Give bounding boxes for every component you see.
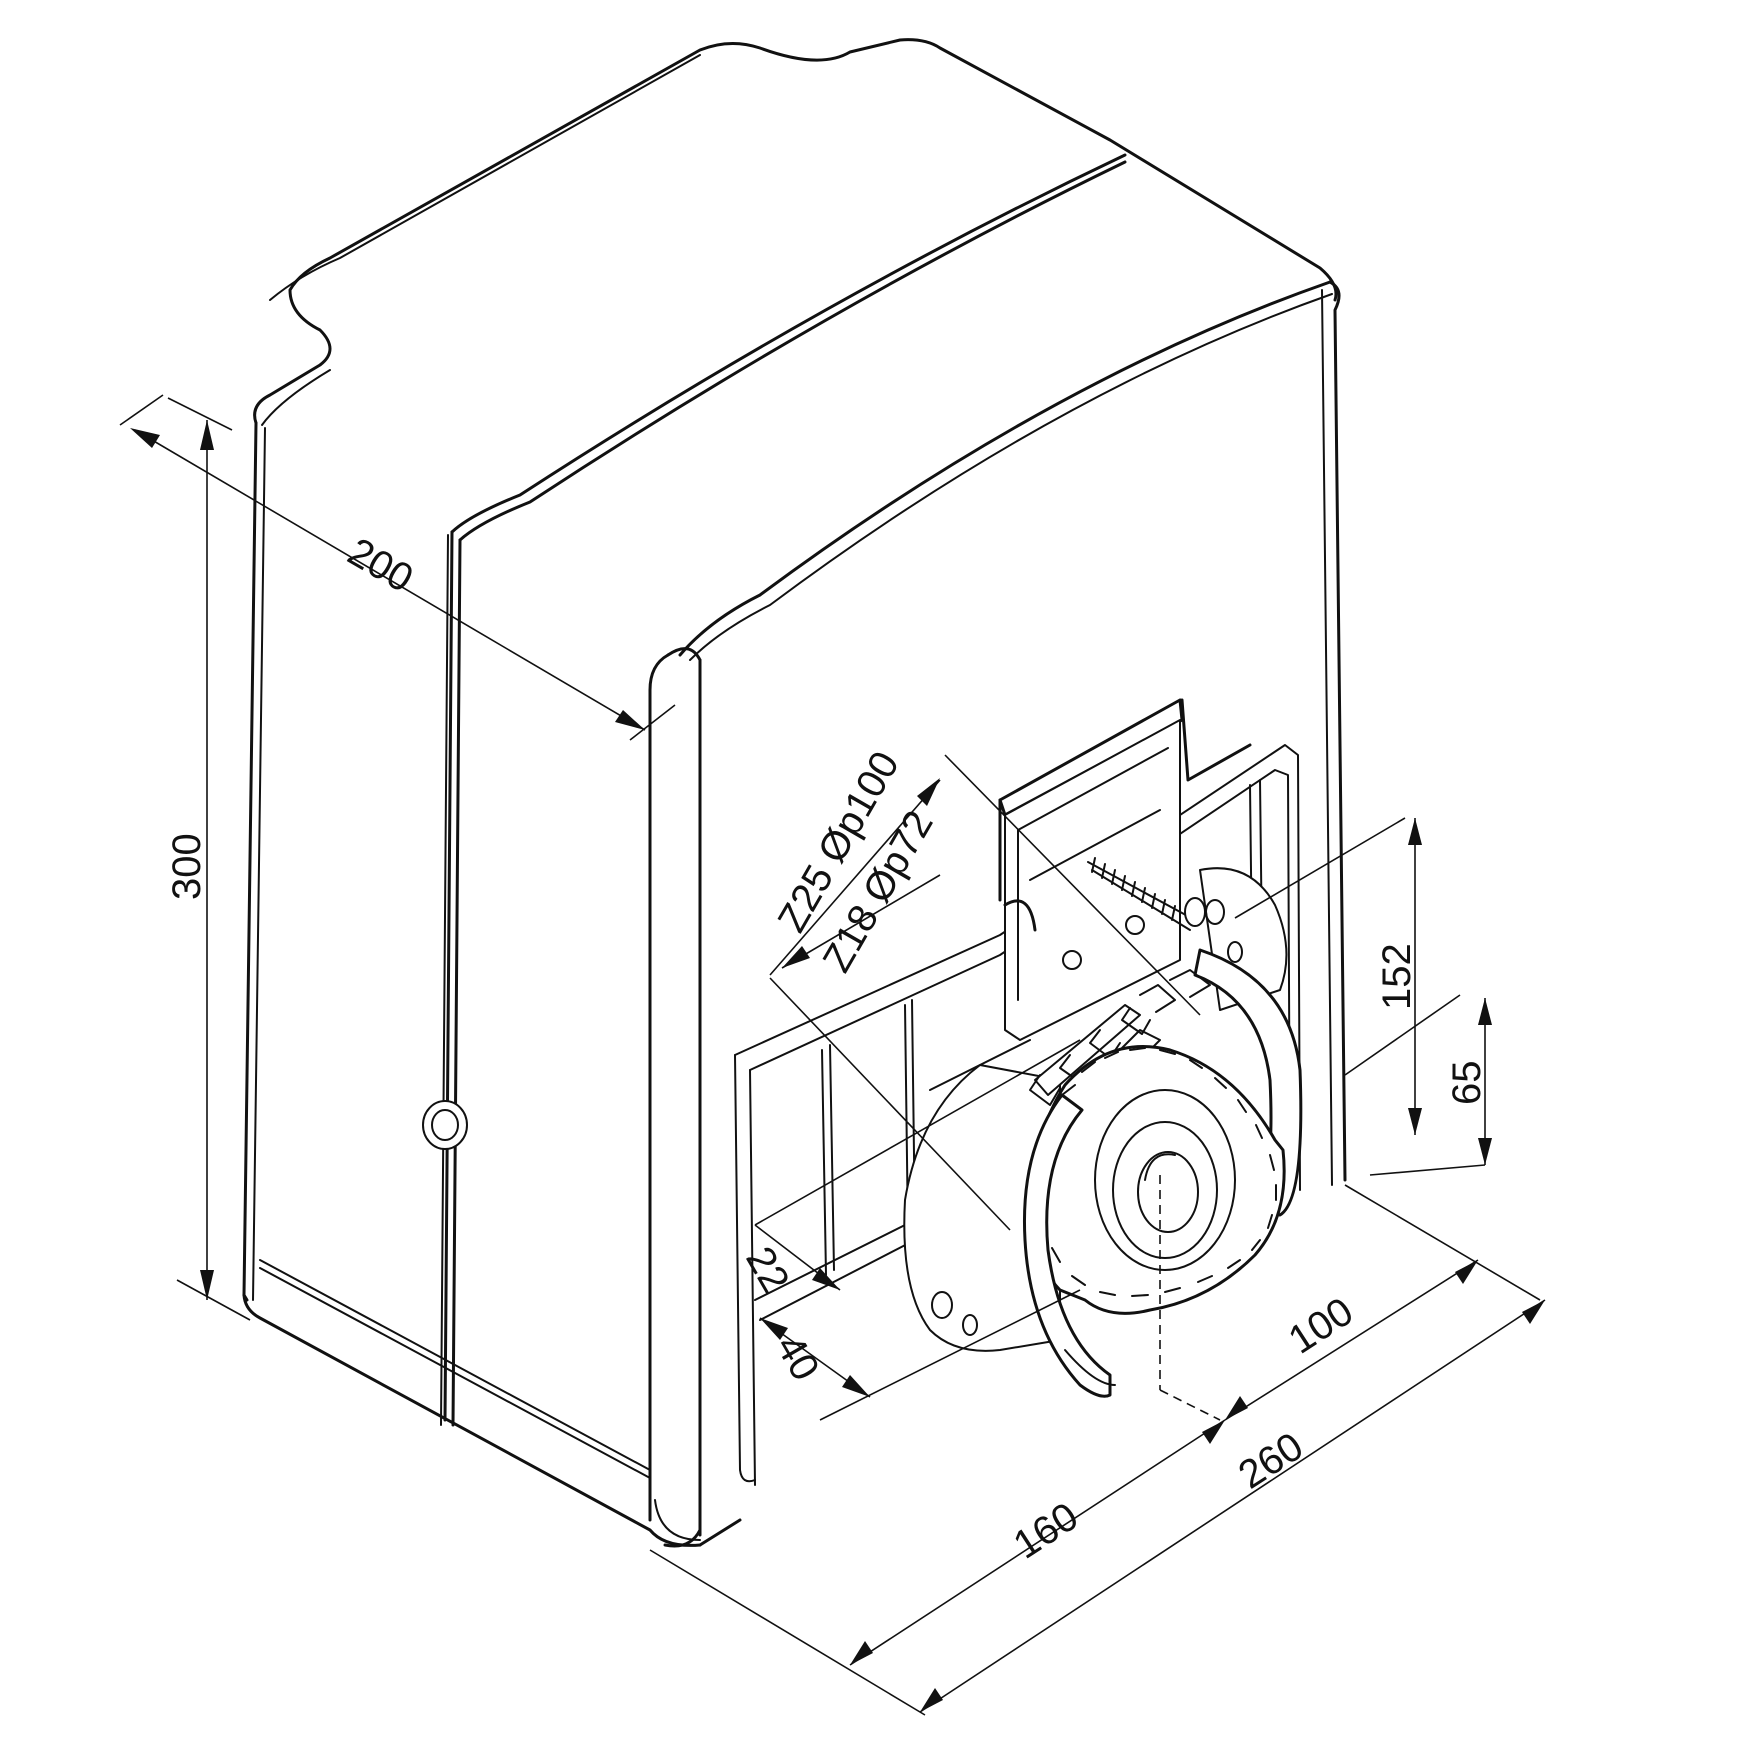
motor-housing: [242, 38, 1347, 1548]
dim-65-label: 65: [1445, 1061, 1489, 1106]
drive-mechanism: [734, 698, 1303, 1486]
dim-22-label: 22: [737, 1240, 797, 1301]
dim-300-label: 300: [165, 833, 209, 900]
dim-100-label: 100: [1281, 1289, 1361, 1362]
dim-152-label: 152: [1375, 943, 1419, 1010]
dim-40-label: 40: [767, 1328, 827, 1389]
dimension-lines: [119, 394, 1546, 1716]
threaded-rod: [1087, 857, 1206, 931]
pinion-gear: [1028, 1045, 1286, 1315]
dim-260-label: 260: [1231, 1424, 1311, 1497]
dim-160-label: 160: [1006, 1494, 1086, 1567]
